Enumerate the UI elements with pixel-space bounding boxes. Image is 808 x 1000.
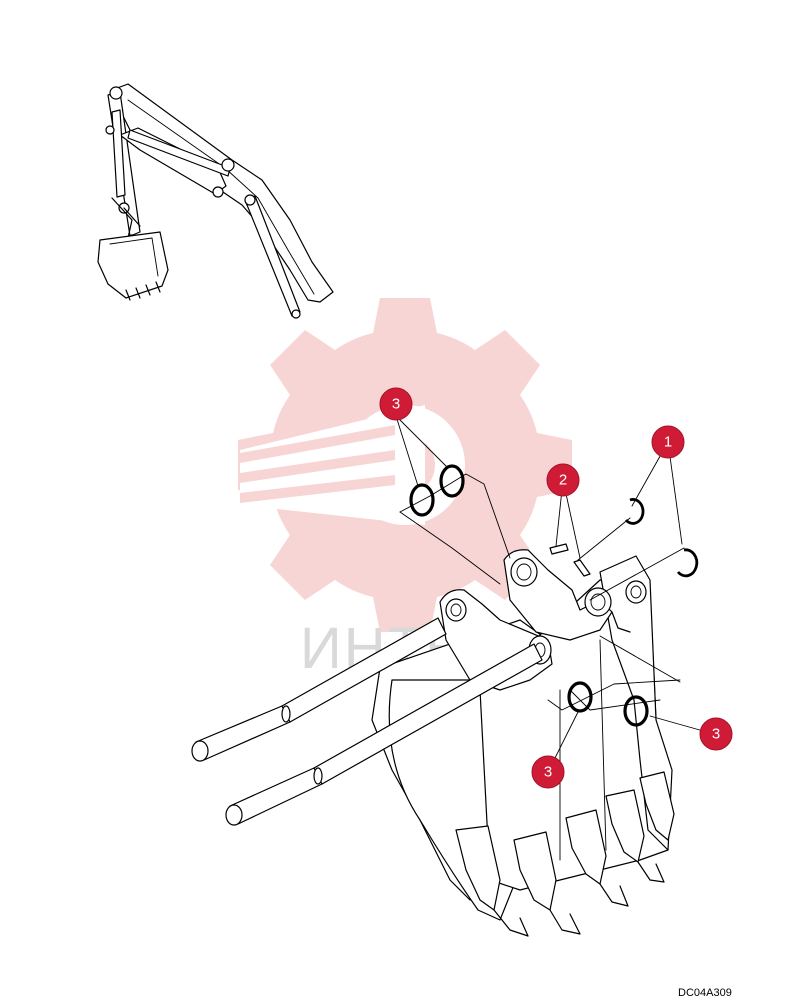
lower-pin xyxy=(225,643,543,826)
callout-1-label: 1 xyxy=(664,434,672,451)
callout-3-bottom[interactable]: 3 xyxy=(531,755,565,789)
excavator-boom-icon xyxy=(97,83,334,319)
drawing-code: DC04A309 xyxy=(678,987,732,999)
shim-ring xyxy=(409,464,649,727)
callout-3-top[interactable]: 3 xyxy=(379,387,413,421)
callout-3-bottom-label: 3 xyxy=(544,764,552,781)
callout-3-right-label: 3 xyxy=(712,726,720,743)
assembly-guide-lines xyxy=(399,473,681,711)
callout-1[interactable]: 1 xyxy=(651,425,685,459)
upper-pin xyxy=(191,617,447,762)
lock-pin xyxy=(549,543,591,577)
callout-3-right[interactable]: 3 xyxy=(699,717,733,751)
pin-extension-lines xyxy=(577,517,685,601)
callout-2[interactable]: 2 xyxy=(546,463,580,497)
callout-2-label: 2 xyxy=(559,472,567,489)
callout-3-top-label: 3 xyxy=(392,396,400,413)
